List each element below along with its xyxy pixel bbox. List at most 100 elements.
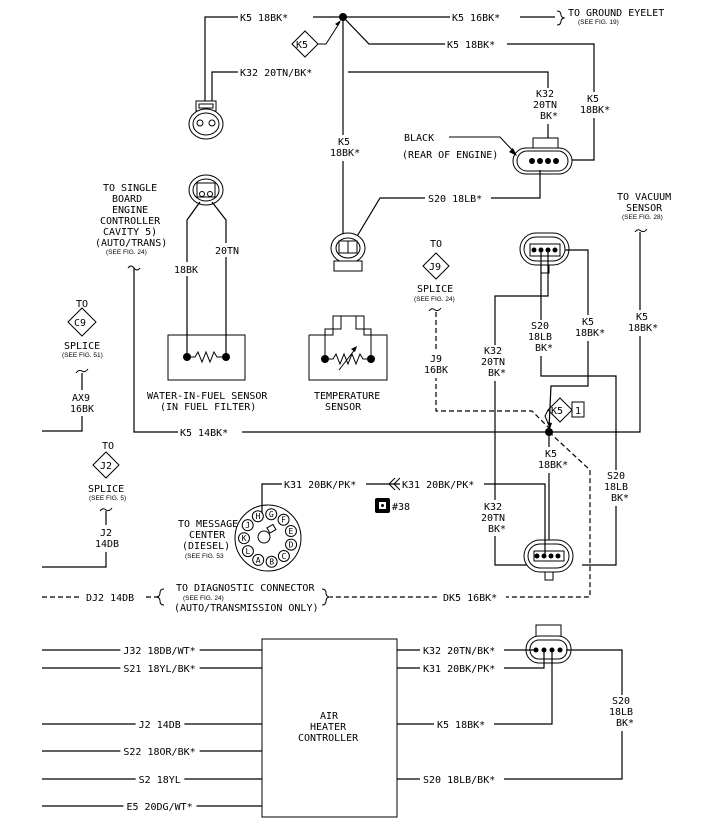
connector-pin <box>284 525 297 538</box>
ref-label: SPLICE <box>88 484 124 495</box>
wire-label: S20 18LB/BK* <box>423 775 495 786</box>
connector-pin-label: J <box>245 521 250 530</box>
wire-18bk <box>186 201 201 357</box>
wire-label: DK5 16BK* <box>443 593 497 604</box>
wire-k32-20tn-bk <box>494 252 549 566</box>
wire-label: 18BK* <box>628 323 658 334</box>
ref-label: TO <box>430 239 442 250</box>
wire-label: J2 14DB <box>139 720 181 731</box>
splice-arrow <box>318 21 341 45</box>
wire-label: 18BK <box>174 265 198 276</box>
splice-id: K5 <box>296 40 308 51</box>
connector-break-icon <box>321 588 331 606</box>
connector-pin-label: L <box>245 547 250 556</box>
ref-label: CENTER <box>189 530 226 541</box>
connector-pin <box>265 555 278 568</box>
connector-pin <box>241 545 254 558</box>
wire-label: K32 <box>536 89 554 100</box>
right-lower-connector: K5 18BK* S20 18LB BK* K32 20TN BK* <box>330 431 638 598</box>
ground-dest-label: TO GROUND EYELET <box>568 8 664 19</box>
wire-label: S20 <box>531 321 549 332</box>
splice-diamond-icon <box>92 451 120 479</box>
ref-label: (AUTO/TRANS) <box>95 238 167 249</box>
controller-label: CONTROLLER <box>298 733 359 744</box>
ref-label: SPLICE <box>417 284 453 295</box>
ref-note: (SEE FIG. 24) <box>183 595 224 602</box>
wire-label: BK* <box>535 343 553 354</box>
wire-label: 18BK* <box>580 105 610 116</box>
wire-label: K31 20BK/PK* <box>284 480 356 491</box>
connector-pin-label: E <box>289 527 294 536</box>
connector-pin <box>285 538 298 551</box>
wire-label: K5 <box>545 449 557 460</box>
wire-label: S20 <box>607 471 625 482</box>
wire-k5-18bk <box>548 249 589 429</box>
wire-label: S20 18LB* <box>428 194 482 205</box>
connector-break-icon <box>634 228 648 233</box>
wire-label: 18BK* <box>538 460 568 471</box>
ref-label: TO <box>102 441 114 452</box>
wire-label: K5 18BK* <box>240 13 288 24</box>
wire-label: BK* <box>488 524 506 535</box>
ref-note: (SEE FIG. 51) <box>62 352 103 359</box>
ref-label: TO MESSAGE <box>178 519 238 530</box>
splice-id: J9 <box>429 262 441 273</box>
splice-id: C9 <box>74 318 86 329</box>
connector-break-icon <box>428 307 442 312</box>
ref-label: ENGINE <box>112 205 148 216</box>
k5-bus: K5 14BK* K5 1 <box>133 232 641 439</box>
wire-label: 20TN <box>215 246 239 257</box>
wire-label: BK* <box>540 111 558 122</box>
wire-label: 20TN <box>481 513 505 524</box>
sbec-reference: TO SINGLE BOARD ENGINE CONTROLLER CAVITY… <box>95 183 167 271</box>
resistor-icon <box>191 350 222 364</box>
wire-label: BK* <box>616 718 634 729</box>
connector-pin <box>238 532 251 545</box>
wire-label: BK* <box>488 368 506 379</box>
ref-label: SPLICE <box>64 341 100 352</box>
leader-line <box>449 136 516 154</box>
wire-k32-20tn-bk <box>211 71 549 160</box>
wire-label: J2 <box>100 528 112 539</box>
connector-break-icon <box>75 368 89 374</box>
wire-label: K32 20TN/BK* <box>423 646 495 657</box>
controller-label: HEATER <box>310 722 347 733</box>
right-upper-connector: K32 20TN BK* S20 18LB BK* K5 18BK* <box>480 232 617 566</box>
wire-label: S22 18OR/BK* <box>123 747 195 758</box>
wire-label: E5 20DG/WT* <box>126 802 192 813</box>
water-in-fuel-sensor: 18BK 20TN WATER-IN-FUEL SENSOR (IN FUEL … <box>147 174 268 413</box>
top-wiring: K5 18BK* K5 16BK* TO GROUND EYELET (SEE … <box>204 8 664 238</box>
connector-pin-label: A <box>256 556 261 565</box>
wire-label: DJ2 14DB <box>86 593 134 604</box>
wire-label: K32 20TN/BK* <box>240 68 312 79</box>
sensor-label: WATER-IN-FUEL SENSOR <box>147 391 268 402</box>
connector-pin-label: K <box>242 534 247 543</box>
temperature-sensor: TEMPERATURE SENSOR <box>308 315 388 413</box>
wire-label: 18LB <box>528 332 552 343</box>
connector-break-icon <box>99 507 113 512</box>
wire-label: K31 20BK/PK* <box>402 480 474 491</box>
thermistor-icon <box>329 352 367 366</box>
wire-label: 18LB <box>604 482 628 493</box>
wire-label: S2 18YL <box>139 775 181 786</box>
connector-pin <box>265 508 278 521</box>
air-heater-controller: AIR HEATER CONTROLLER J32 18DB/WT*S21 18… <box>42 624 642 818</box>
wire-j2-14db <box>42 552 107 568</box>
controller-label: AIR <box>320 711 339 722</box>
wire-label: K5 18BK* <box>437 720 485 731</box>
wire-label: 18LB <box>609 707 633 718</box>
sensor-box <box>167 334 246 381</box>
wire-label: S20 <box>612 696 630 707</box>
wire-label: K5 <box>338 137 350 148</box>
connector-break-icon <box>155 588 165 606</box>
wire-label: K5 14BK* <box>180 428 228 439</box>
ref-note: (SEE FIG. 53 <box>185 553 224 560</box>
connector-pin-label: B <box>269 558 274 567</box>
ref-note: (SEE FIG. 5) <box>89 495 126 502</box>
sensor-label: TEMPERATURE <box>314 391 380 402</box>
wire-label: BK* <box>611 493 629 504</box>
j2-splice: TO J2 SPLICE (SEE FIG. 5) J2 14DB <box>42 441 126 568</box>
wire-label: J9 <box>430 354 442 365</box>
